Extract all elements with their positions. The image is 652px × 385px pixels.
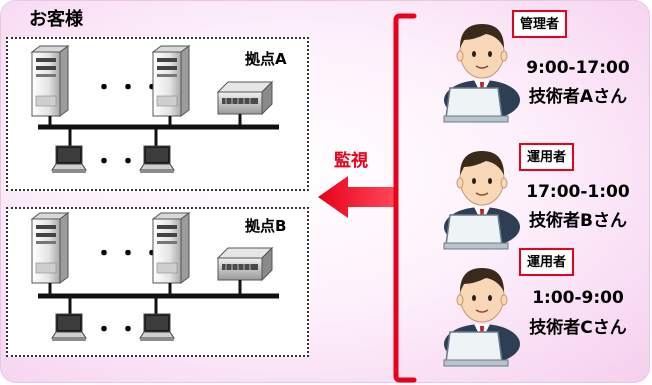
site-b-network xyxy=(31,212,279,342)
site-a-label: 拠点A xyxy=(245,50,287,68)
server-icon xyxy=(31,212,69,284)
operator-b-avatar-icon xyxy=(443,150,521,250)
laptop-icon xyxy=(139,313,175,342)
operator-a-avatar-icon xyxy=(443,23,521,123)
server-icon xyxy=(152,212,190,284)
operator-b-role-badge: 運用者 xyxy=(519,143,575,171)
site-a-network xyxy=(31,45,279,174)
site-b-server-ellipsis: ・・・ xyxy=(93,242,166,267)
operator-a-hours: 9:00-17:00 xyxy=(526,58,630,78)
router-icon xyxy=(217,81,273,115)
operator-c-name: 技術者Cさん xyxy=(529,318,627,338)
operator-c-hours: 1:00-9:00 xyxy=(532,288,624,308)
operator-bracket xyxy=(393,13,417,383)
server-icon xyxy=(152,45,190,117)
operator-c-avatar-icon xyxy=(443,267,521,367)
router-icon xyxy=(217,247,273,281)
operator-b-name: 技術者Bさん xyxy=(529,211,627,231)
operator-a-name: 技術者Aさん xyxy=(528,87,628,107)
site-a-server-ellipsis: ・・・ xyxy=(93,76,166,101)
monitor-label: 監視 xyxy=(334,151,368,171)
customer-title: お客様 xyxy=(29,9,83,30)
operator-a-role-badge: 管理者 xyxy=(512,10,568,38)
server-icon xyxy=(31,45,69,117)
laptop-icon xyxy=(51,145,87,174)
operator-c-role-badge: 運用者 xyxy=(519,248,575,276)
laptop-icon xyxy=(51,313,87,342)
operator-b-hours: 17:00-1:00 xyxy=(526,182,630,202)
site-b-label: 拠点B xyxy=(245,217,287,235)
monitor-arrow-icon xyxy=(318,176,398,218)
laptop-icon xyxy=(139,145,175,174)
